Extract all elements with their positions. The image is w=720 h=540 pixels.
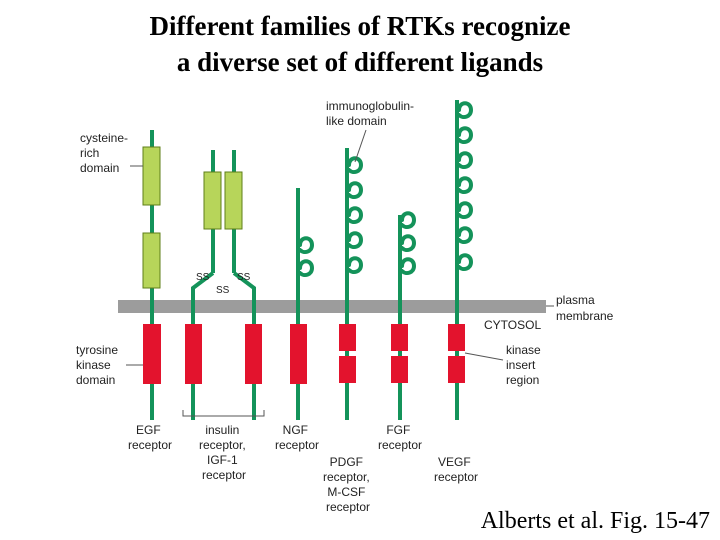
kinase-domain (339, 356, 356, 383)
kinase-domain (448, 324, 465, 351)
tyrosine-label-line-2: kinase (76, 358, 111, 372)
insulin-label: insulin receptor, IGF-1 receptor (199, 423, 249, 482)
membrane-callout: plasma membrane CYTOSOL (484, 293, 614, 332)
kinase-domain (391, 356, 408, 383)
kinase-insert-callout: kinase insert region (464, 343, 541, 387)
kinase-insert-label-line-3: region (506, 373, 539, 387)
receptor-labels: EGF receptor insulin receptor, IGF-1 rec… (128, 423, 478, 514)
insulin-bracket (182, 410, 265, 417)
egf-label: EGF receptor (128, 423, 172, 452)
plasma-membrane (118, 300, 546, 313)
cysteine-label-line-3: domain (80, 161, 119, 175)
tyrosine-kinase-callout: tyrosine kinase domain (76, 343, 143, 387)
slide-title: Different families of RTKs recognize a d… (0, 8, 720, 80)
cytosol-label: CYTOSOL (484, 318, 541, 332)
kinase-domain (143, 324, 161, 384)
cysteine-callout: cysteine- rich domain (80, 131, 143, 175)
insulin-receptor: SS SS SS (185, 150, 262, 420)
kinase-domain (245, 324, 262, 384)
ngf-receptor (290, 188, 314, 420)
title-line-2: a diverse set of different ligands (176, 47, 544, 77)
disulfide-label: SS (196, 272, 210, 283)
title-line-1: Different families of RTKs recognize (149, 11, 571, 41)
membrane-label-line-2: membrane (556, 309, 614, 323)
ngf-label: NGF receptor (275, 423, 319, 452)
vegf-label: VEGF receptor (434, 455, 478, 484)
fgf-receptor (391, 211, 416, 420)
egf-receptor (142, 130, 161, 420)
fgf-label: FGF receptor (378, 423, 422, 452)
immunoglobulin-label-line-2: like domain (326, 114, 387, 128)
cysteine-rich-domain (203, 171, 222, 230)
cysteine-rich-domain (142, 146, 161, 206)
kinase-domain (339, 324, 356, 351)
pdgf-label: PDGF receptor, M-CSF receptor (323, 455, 373, 514)
membrane-label-line-1: plasma (556, 293, 595, 307)
cysteine-label-line-1: cysteine- (80, 131, 128, 145)
cysteine-rich-domain (224, 171, 243, 230)
cysteine-rich-domain (142, 232, 161, 289)
disulfide-label: SS (216, 285, 230, 296)
kinase-domain (391, 324, 408, 351)
pdgf-receptor (339, 148, 363, 420)
kinase-insert-label-line-2: insert (506, 358, 536, 372)
tyrosine-label-line-3: domain (76, 373, 115, 387)
tyrosine-label-line-1: tyrosine (76, 343, 118, 357)
immunoglobulin-callout: immunoglobulin- like domain (326, 99, 414, 163)
cysteine-label-line-2: rich (80, 146, 99, 160)
kinase-insert-label-line-1: kinase (506, 343, 541, 357)
immunoglobulin-label-line-1: immunoglobulin- (326, 99, 414, 113)
vegf-receptor (448, 100, 473, 420)
kinase-domain (185, 324, 202, 384)
disulfide-label: SS (237, 272, 251, 283)
figure-credit: Alberts et al. Fig. 15-47 (480, 508, 710, 534)
kinase-domain (290, 324, 307, 384)
kinase-domain (448, 356, 465, 383)
